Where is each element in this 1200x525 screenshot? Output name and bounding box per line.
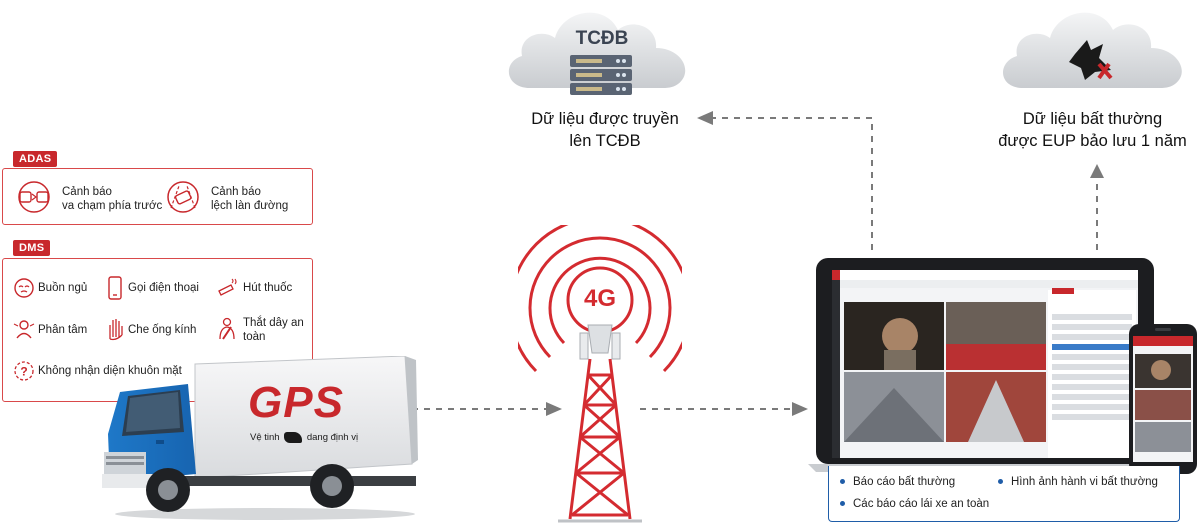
- bullet-dot-icon: [840, 501, 845, 507]
- arrowhead-to-tcdb: [697, 111, 713, 125]
- seatbelt-icon: [219, 317, 235, 340]
- report-item-safe-driving: Các báo cáo lái xe an toàn: [840, 498, 989, 510]
- cover-lens-icon: [109, 319, 123, 341]
- dms-item-drowsy: Buồn ngủ: [38, 282, 88, 294]
- dms-item-unknown-face: Không nhận diện khuôn mặt: [38, 365, 182, 377]
- adas-tag: ADAS: [13, 151, 58, 167]
- dms-item-cover-lens: Che ống kính: [128, 324, 197, 336]
- arrowhead-to-eup: [1090, 164, 1104, 178]
- dms-item-phone: Gọi điện thoại: [128, 282, 199, 294]
- server-icon: [570, 55, 632, 95]
- dms-item-smoking: Hút thuốc: [243, 282, 293, 294]
- arrowhead-to-laptop: [792, 402, 808, 416]
- truck-illustration: [102, 356, 418, 520]
- dms-tag: DMS: [13, 240, 51, 256]
- eup-logo-icon: [1069, 40, 1113, 80]
- eup-cloud: [1003, 12, 1182, 88]
- arrowhead-to-tower: [546, 402, 562, 416]
- drowsy-icon: [14, 278, 34, 298]
- bullet-dot-icon: [840, 479, 845, 485]
- front-wheel: [146, 468, 190, 512]
- smoking-icon: [218, 278, 237, 296]
- svg-text:?: ?: [20, 365, 27, 379]
- 4g-tower: [518, 225, 682, 523]
- dms-item-distraction: Phân tâm: [38, 324, 88, 336]
- report-box: [828, 466, 1180, 522]
- distraction-icon: [13, 320, 35, 339]
- laptop-dashboard: [808, 258, 1162, 472]
- lane-departure-icon: [167, 181, 199, 213]
- report-item-abnormal: Báo cáo bất thường: [840, 476, 955, 488]
- phone-icon: [108, 276, 122, 300]
- truck-gps-brand: GPS: [248, 378, 344, 427]
- tcdb-label: TCĐB: [575, 28, 629, 49]
- truck-slogan: Vệ tinh dang định vị: [250, 432, 359, 444]
- 4g-label: 4G: [583, 285, 616, 312]
- unknown-face-icon: ?: [14, 361, 34, 381]
- eup-caption: Dữ liệu bất thường được EUP bảo lưu 1 nă…: [998, 110, 1187, 150]
- tcdb-cloud: [508, 12, 686, 95]
- bullet-dot-icon: [998, 479, 1003, 485]
- eup-mini-logo-icon: [284, 432, 303, 443]
- adas-panel: [2, 168, 313, 225]
- tcdb-caption: Dữ liệu được truyền lên TCĐB: [531, 110, 679, 150]
- mobile-app: [1129, 324, 1197, 474]
- collision-warning-icon: [18, 181, 50, 213]
- report-item-behavior-images: Hình ảnh hành vi bất thường: [998, 476, 1158, 488]
- rear-wheel: [310, 464, 354, 508]
